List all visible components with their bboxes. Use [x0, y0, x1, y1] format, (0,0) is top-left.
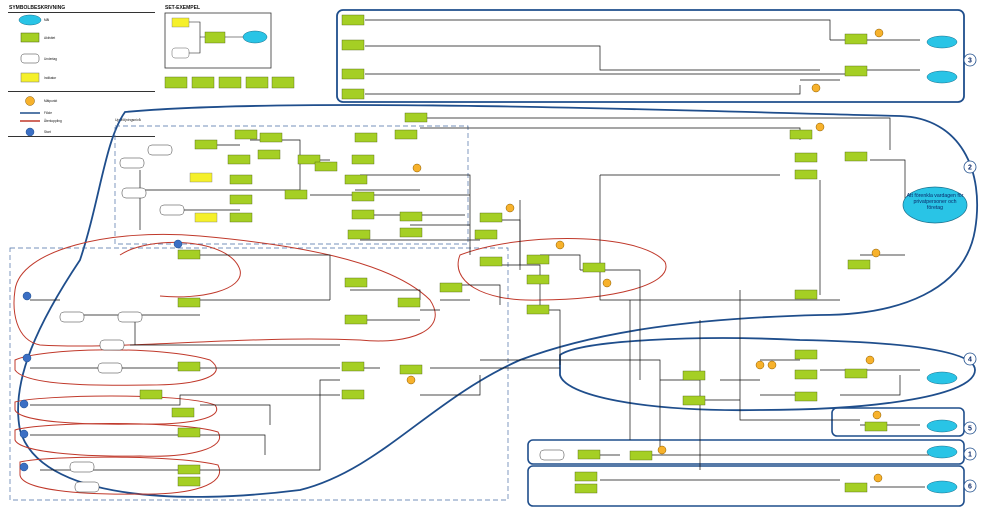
dashed-region-bottom: [9, 247, 509, 501]
group-1-number: 1: [968, 452, 972, 459]
connector-lines: [30, 19, 930, 488]
dashed-region-top: [114, 125, 469, 245]
group-2-number: 2: [968, 165, 972, 172]
feedback-loops: [13, 233, 667, 495]
group-6-number: 6: [968, 484, 972, 491]
example-panel: SET-EXEMPEL Uppföljningsnivå: [8, 5, 295, 137]
legend-label-measure: Mätpunkt: [44, 99, 57, 103]
legend-label-flow: Flöde: [44, 111, 52, 115]
legend-label-document: Underlag: [44, 57, 57, 61]
legend-measure-circle: [25, 96, 35, 106]
legend-label-feedback: Återkoppling: [44, 118, 62, 123]
group-5-badge: [963, 421, 977, 435]
indicator-boxes: [189, 172, 218, 223]
main-goal-text-container: Att förenkla vardagen för privatpersoner…: [906, 193, 964, 211]
legend: SYMBOLBESKRIVNING Mål Aktivitet Underlag…: [8, 5, 155, 137]
legend-label-start: Start: [44, 130, 51, 134]
document-boxes: [59, 144, 565, 493]
group-4-number: 4: [968, 357, 972, 364]
legend-activity-box: [20, 32, 40, 43]
group-4-frame: [559, 337, 976, 412]
example-title: SET-EXEMPEL: [165, 5, 200, 11]
group-2-frame: [17, 104, 979, 498]
legend-title: SYMBOLBESKRIVNING: [9, 5, 65, 11]
group-badges: 3 2 4 5 1 6: [963, 53, 977, 493]
target-ellipses: [926, 35, 958, 494]
group-3-frame: [336, 9, 965, 103]
group-5-number: 5: [968, 426, 972, 433]
group-6-badge: [963, 479, 977, 493]
group-4-badge: [963, 352, 977, 366]
group-3-badge: [963, 53, 977, 67]
legend-label-activity: Aktivitet: [44, 36, 55, 40]
legend-label-target: Mål: [44, 18, 49, 22]
measure-circles: [406, 28, 884, 483]
legend-target-ellipse: [18, 14, 42, 26]
activity-boxes: [139, 14, 888, 494]
legend-document-box: [20, 53, 40, 64]
legend-label-indicator: Indikator: [44, 76, 57, 80]
start-circles: [19, 239, 183, 472]
main-goal-ellipse: [902, 186, 968, 224]
group-2-badge: [963, 160, 977, 174]
main-goal-text: Att förenkla vardagen för privatpersoner…: [906, 193, 964, 211]
legend-start-circle: [25, 127, 35, 137]
group-5-frame: [831, 407, 965, 437]
group-3-number: 3: [968, 58, 972, 65]
example-level-label: Uppföljningsnivå: [115, 118, 141, 122]
group-1-badge: [963, 447, 977, 461]
legend-indicator-box: [20, 72, 40, 83]
